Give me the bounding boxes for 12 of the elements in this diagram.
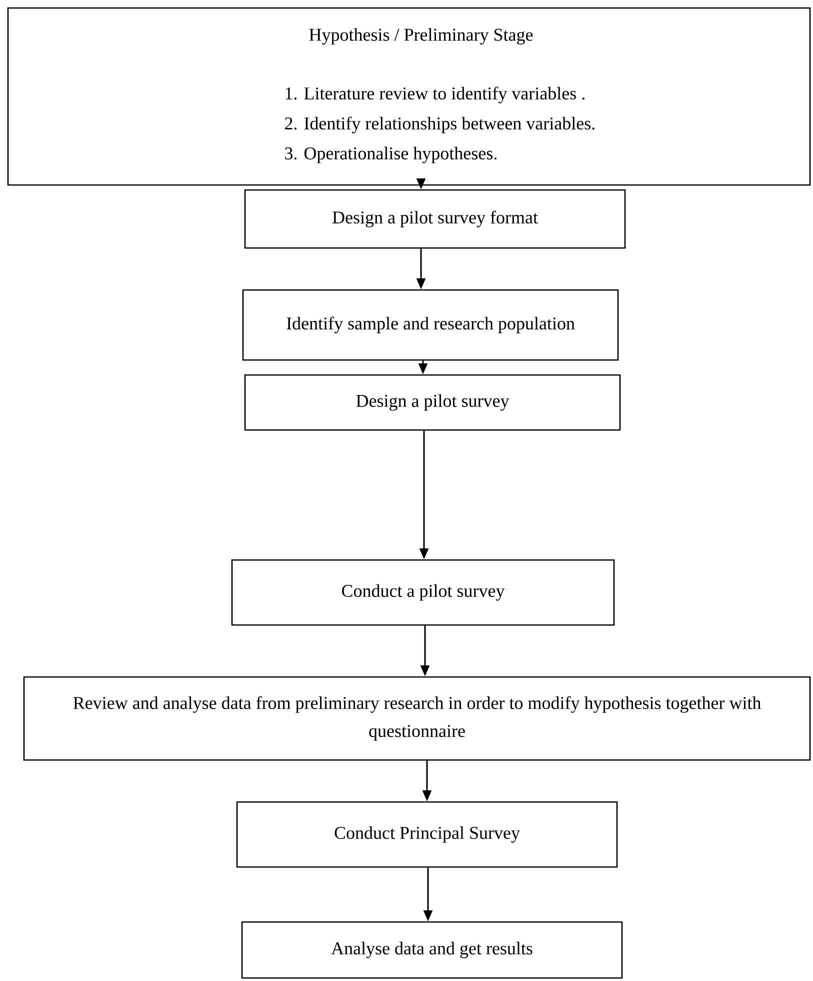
process-box: Design a pilot survey — [244, 374, 621, 431]
process-box: Identify sample and research population — [242, 289, 619, 361]
list-item: 3. Operationalise hypotheses. — [285, 146, 496, 164]
process-box: Conduct a pilot survey — [231, 559, 615, 626]
list-item: 2. Identify relationships between variables. — [285, 116, 594, 134]
process-box: Design a pilot survey format — [244, 189, 626, 249]
heading: Hypothesis / Preliminary Stage — [309, 28, 533, 45]
list-item: 1. Literature review to identify variables . — [286, 86, 584, 104]
process-box: Conduct Principal Survey — [236, 801, 618, 868]
stage-box — [7, 7, 811, 186]
process-box: Review and analyse data from preliminary research in order to modify hypothesis together with questionnaire — [23, 676, 811, 761]
process-box: Analyse data and get results — [241, 921, 623, 979]
